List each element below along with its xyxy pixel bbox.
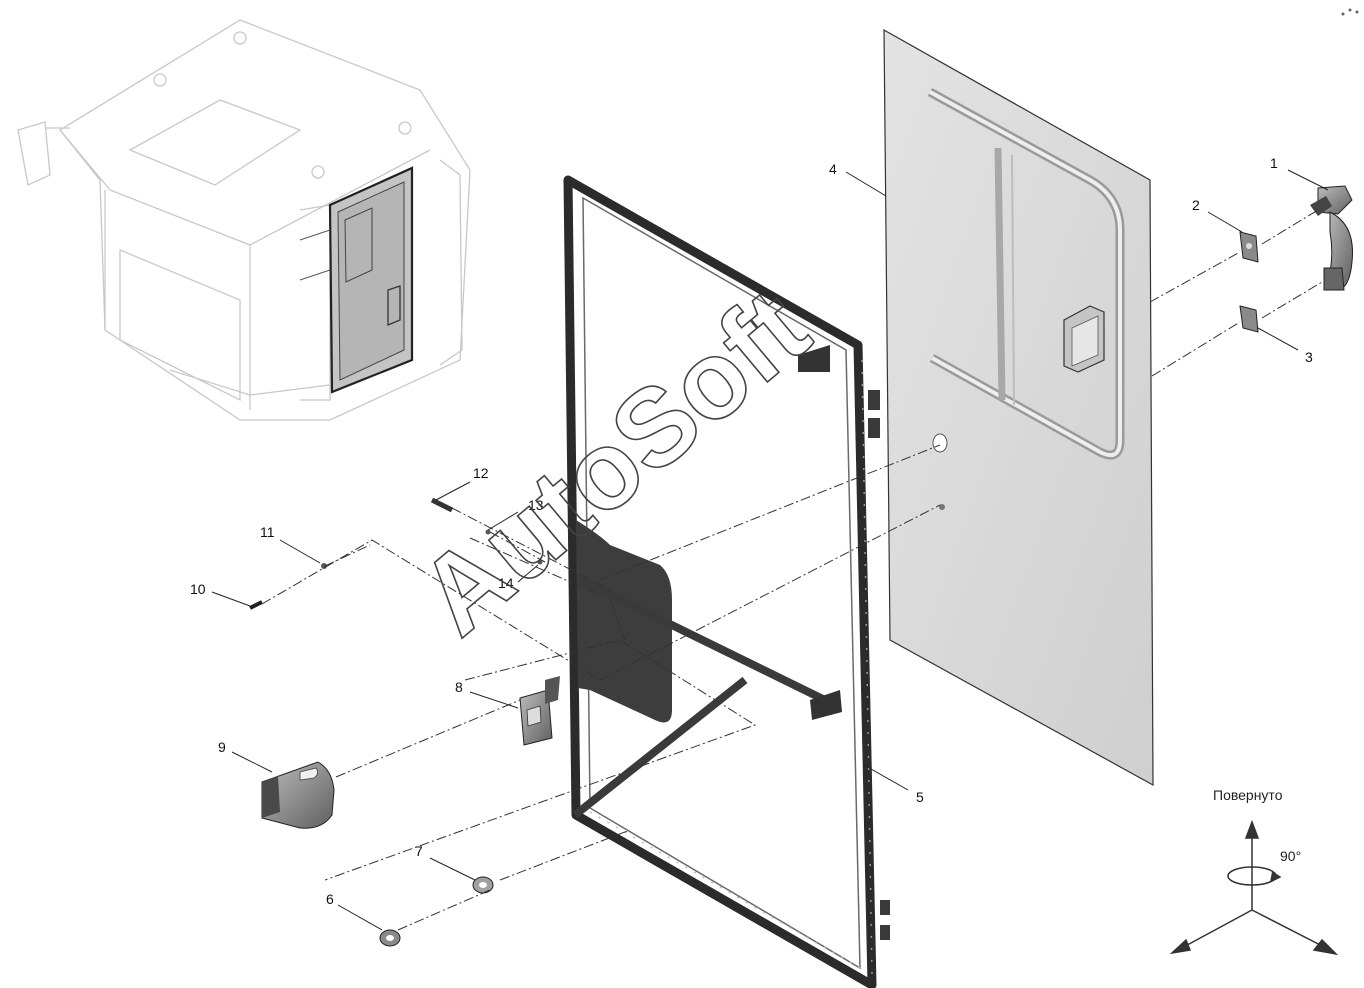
- lock-mechanism: [519, 676, 560, 746]
- rotation-caption: Повернуто: [1213, 787, 1283, 803]
- washer-lower: [379, 929, 401, 947]
- callout-1: 1: [1270, 155, 1278, 171]
- callout-9: 9: [218, 739, 226, 755]
- cab-door-highlight: [299, 166, 414, 394]
- callout-5: 5: [916, 789, 924, 805]
- callout-12: 12: [473, 465, 489, 481]
- fasteners: [249, 497, 543, 610]
- handle-pad-lower: [1239, 305, 1259, 333]
- rotation-angle: 90°: [1280, 848, 1302, 864]
- washer-upper: [472, 876, 494, 894]
- corner-mark: [1341, 8, 1359, 16]
- assembly-lines: [261, 209, 1323, 931]
- callout-8: 8: [455, 679, 463, 695]
- callout-7: 7: [415, 843, 423, 859]
- callout-13: 13: [528, 497, 544, 513]
- handle-pad-upper: [1239, 231, 1259, 263]
- door-panel: [883, 28, 1154, 787]
- callout-6: 6: [326, 891, 334, 907]
- callout-3: 3: [1305, 349, 1313, 365]
- door-frame: [563, 175, 890, 988]
- callout-2: 2: [1192, 197, 1200, 213]
- rotation-indicator: [1169, 819, 1339, 956]
- callout-10: 10: [190, 581, 206, 597]
- callout-11: 11: [260, 524, 275, 540]
- latch-cover: [261, 761, 335, 829]
- callout-4: 4: [829, 161, 837, 177]
- callout-14: 14: [498, 575, 514, 591]
- outer-handle: [1310, 185, 1354, 291]
- leader-lines: [211, 169, 1329, 931]
